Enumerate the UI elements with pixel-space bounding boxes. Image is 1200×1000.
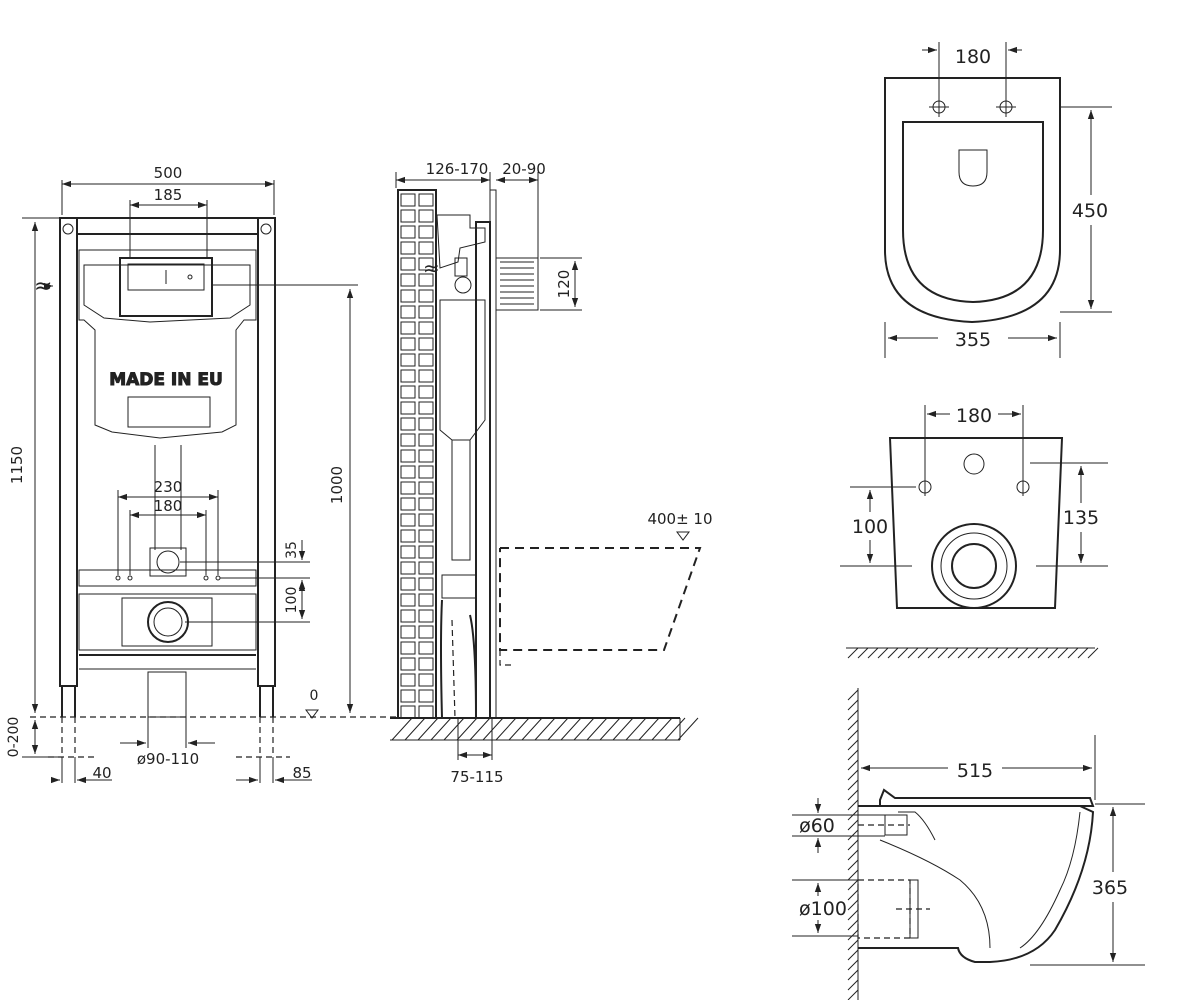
dim-span-180: 180 xyxy=(154,497,183,515)
dim-drain-diameter: ø90-110 xyxy=(137,750,199,768)
dim-side-outlet-100: ø100 xyxy=(799,898,847,920)
dim-back-100: 100 xyxy=(852,516,888,538)
dim-back-135: 135 xyxy=(1063,507,1099,529)
floor-level-label: 0 xyxy=(310,688,319,704)
dim-top-bolt-180: 180 xyxy=(955,46,991,68)
water-inlet-icon: ≈ xyxy=(34,274,52,299)
dim-outlet-75-115: 75-115 xyxy=(450,768,503,786)
brick-wall xyxy=(400,193,434,719)
bowl-top-view: 180 450 355 xyxy=(884,42,1112,358)
dim-back-bolt-180: 180 xyxy=(956,405,992,427)
floor-hatching-back xyxy=(847,647,1099,659)
dim-adjust-0-200: 0-200 xyxy=(6,717,22,758)
dim-offset-35: 35 xyxy=(284,541,300,559)
bolt-hole-left xyxy=(929,97,949,117)
dim-foot-85: 85 xyxy=(292,764,311,782)
bolt-hole-right xyxy=(996,97,1016,117)
dim-foot-40: 40 xyxy=(92,764,111,782)
dim-height-120: 120 xyxy=(555,270,573,299)
dim-side-inlet-60: ø60 xyxy=(799,815,835,837)
dim-width-500: 500 xyxy=(154,164,183,182)
wall-hatching xyxy=(847,689,859,1000)
dim-top-width-355: 355 xyxy=(955,329,991,351)
dim-top-length-450: 450 xyxy=(1072,200,1108,222)
dim-height-1150: 1150 xyxy=(8,446,26,484)
bowl-back-view: 180 100 135 xyxy=(840,405,1108,659)
bowl-side-view: 515 365 ø60 ø100 xyxy=(792,688,1145,1000)
dim-protrusion-20-90: 20-90 xyxy=(502,160,546,178)
frame-front-view: MADE IN EU ≈ xyxy=(6,164,400,784)
logo-text: MADE IN EU xyxy=(109,370,223,390)
dim-offset-100: 100 xyxy=(284,587,300,614)
dim-side-height-365: 365 xyxy=(1092,877,1128,899)
dim-side-depth-515: 515 xyxy=(957,760,993,782)
dim-height-1000: 1000 xyxy=(328,466,346,504)
dim-depth-126-170: 126-170 xyxy=(426,160,489,178)
floor-hatching xyxy=(391,717,699,741)
dim-button-185: 185 xyxy=(154,186,183,204)
dim-span-230: 230 xyxy=(154,478,183,496)
side-inlet-icon: ≈ xyxy=(423,256,440,280)
dim-bowl-height-400: 400± 10 xyxy=(647,510,712,528)
frame-side-view: ≈ 126-170 20-90 120 xyxy=(390,160,713,786)
